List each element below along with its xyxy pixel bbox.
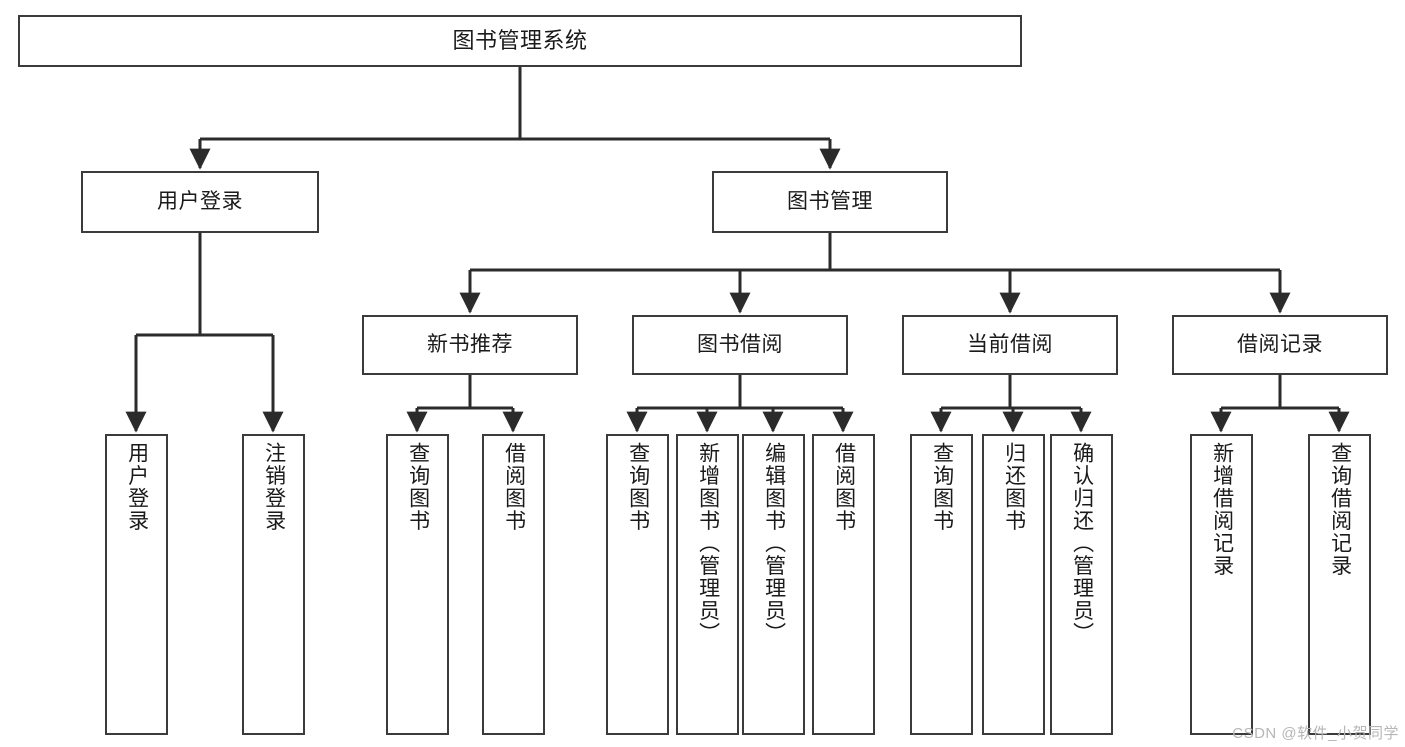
node-user-login[interactable]: 用户登录 bbox=[81, 171, 319, 233]
node-current-borrow-label: 当前借阅 bbox=[967, 333, 1053, 357]
node-leaf-add-borrow-record[interactable]: 新增借阅记录 bbox=[1190, 434, 1253, 735]
node-leaf-query-book-cur[interactable]: 查询图书 bbox=[910, 434, 973, 735]
csdn-watermark: CSDN @软件_小贺同学 bbox=[1232, 725, 1399, 742]
node-leaf-edit-book-admin-label: 编辑图书（管理员） bbox=[762, 442, 786, 645]
node-leaf-query-book-borrow[interactable]: 查询图书 bbox=[606, 434, 669, 735]
node-leaf-query-book-rec[interactable]: 查询图书 bbox=[386, 434, 449, 735]
node-leaf-confirm-return-admin[interactable]: 确认归还（管理员） bbox=[1050, 434, 1113, 735]
node-leaf-edit-book-admin[interactable]: 编辑图书（管理员） bbox=[742, 434, 805, 735]
node-leaf-borrow-book[interactable]: 借阅图书 bbox=[812, 434, 875, 735]
node-leaf-add-borrow-record-label: 新增借阅记录 bbox=[1210, 442, 1234, 577]
node-leaf-query-borrow-record-label: 查询借阅记录 bbox=[1328, 442, 1352, 577]
node-root-label: 图书管理系统 bbox=[452, 27, 588, 53]
node-new-book-rec[interactable]: 新书推荐 bbox=[362, 315, 578, 375]
node-leaf-user-logout-label: 注销登录 bbox=[262, 442, 286, 532]
node-new-book-rec-label: 新书推荐 bbox=[427, 333, 513, 357]
node-leaf-return-book[interactable]: 归还图书 bbox=[982, 434, 1045, 735]
node-leaf-confirm-return-admin-label: 确认归还（管理员） bbox=[1070, 442, 1094, 645]
node-leaf-query-borrow-record[interactable]: 查询借阅记录 bbox=[1308, 434, 1371, 735]
node-book-borrow[interactable]: 图书借阅 bbox=[632, 315, 848, 375]
node-leaf-query-book-rec-label: 查询图书 bbox=[406, 442, 430, 532]
node-book-manage-label: 图书管理 bbox=[787, 190, 873, 214]
node-borrow-record[interactable]: 借阅记录 bbox=[1172, 315, 1388, 375]
node-borrow-record-label: 借阅记录 bbox=[1237, 333, 1323, 357]
node-leaf-user-login-label: 用户登录 bbox=[125, 442, 149, 532]
node-current-borrow[interactable]: 当前借阅 bbox=[902, 315, 1118, 375]
node-leaf-borrow-book-rec-label: 借阅图书 bbox=[502, 442, 526, 532]
node-leaf-borrow-book-label: 借阅图书 bbox=[832, 442, 856, 532]
node-leaf-query-book-cur-label: 查询图书 bbox=[930, 442, 954, 532]
node-user-login-label: 用户登录 bbox=[157, 190, 243, 214]
node-leaf-return-book-label: 归还图书 bbox=[1002, 442, 1026, 532]
node-leaf-query-book-borrow-label: 查询图书 bbox=[626, 442, 650, 532]
node-leaf-user-logout[interactable]: 注销登录 bbox=[242, 434, 305, 735]
node-book-borrow-label: 图书借阅 bbox=[697, 333, 783, 357]
node-leaf-user-login[interactable]: 用户登录 bbox=[105, 434, 168, 735]
node-root[interactable]: 图书管理系统 bbox=[18, 15, 1022, 67]
node-leaf-add-book-admin-label: 新增图书（管理员） bbox=[696, 442, 720, 645]
node-leaf-borrow-book-rec[interactable]: 借阅图书 bbox=[482, 434, 545, 735]
node-book-manage[interactable]: 图书管理 bbox=[712, 171, 948, 233]
node-leaf-add-book-admin[interactable]: 新增图书（管理员） bbox=[676, 434, 739, 735]
